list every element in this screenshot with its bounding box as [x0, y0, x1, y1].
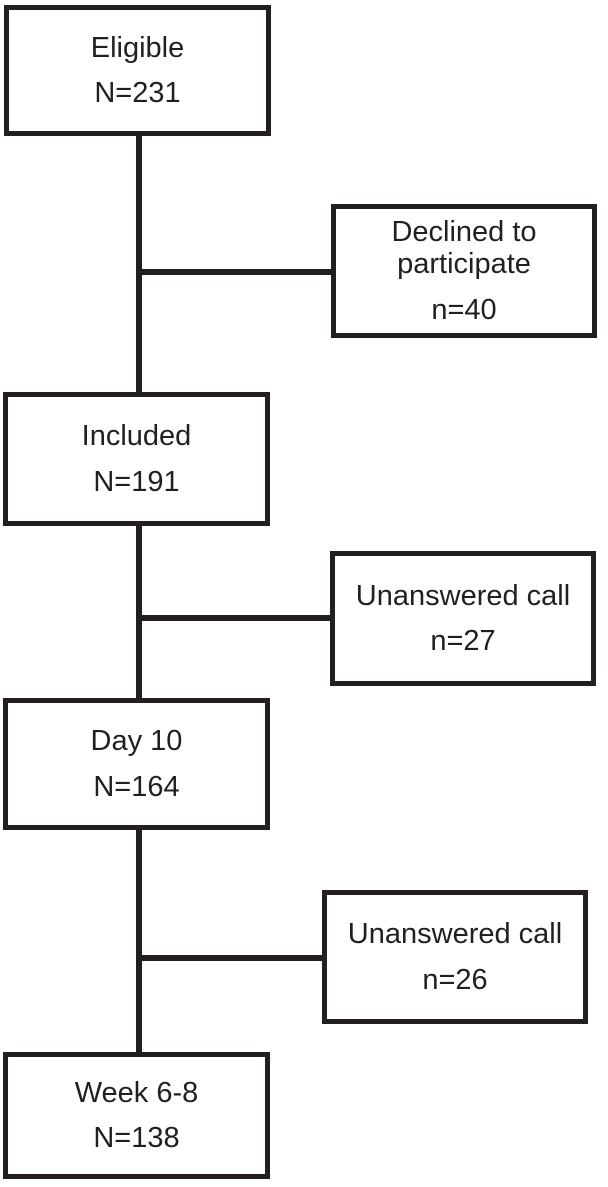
flow-box-included: Included N=191 [3, 392, 270, 526]
box-label: Unanswered call [355, 579, 571, 612]
connector-included-day10 [136, 523, 142, 701]
connector-branch-declined [138, 269, 333, 275]
flow-box-unanswered-call-day10: Unanswered call n=27 [330, 551, 596, 686]
box-label: Week 6-8 [74, 1076, 199, 1109]
flow-box-week6-8: Week 6-8 N=138 [3, 1052, 270, 1179]
connector-branch-unanswered-week68 [138, 955, 324, 961]
box-count: N=191 [93, 465, 180, 498]
box-label: Unanswered call [347, 918, 563, 951]
box-count: n=40 [431, 293, 497, 326]
box-label: Included [81, 420, 192, 453]
box-count: N=231 [94, 77, 181, 109]
flow-box-day10: Day 10 N=164 [3, 698, 270, 830]
flow-box-declined: Declined to participate n=40 [331, 204, 597, 338]
flow-box-unanswered-call-week6-8: Unanswered call n=26 [322, 890, 588, 1024]
box-count: n=27 [430, 625, 496, 657]
connector-branch-unanswered-day10 [138, 615, 332, 621]
box-label: Day 10 [90, 725, 183, 758]
connector-day10-week68 [136, 827, 142, 1055]
box-count: N=138 [93, 1122, 180, 1154]
flow-box-eligible: Eligible N=231 [4, 5, 271, 136]
box-label: Eligible [90, 31, 185, 64]
box-count: n=26 [422, 963, 488, 996]
connector-eligible-included [136, 133, 142, 394]
box-label: Declined to participate [391, 215, 537, 281]
box-count: N=164 [93, 770, 180, 803]
